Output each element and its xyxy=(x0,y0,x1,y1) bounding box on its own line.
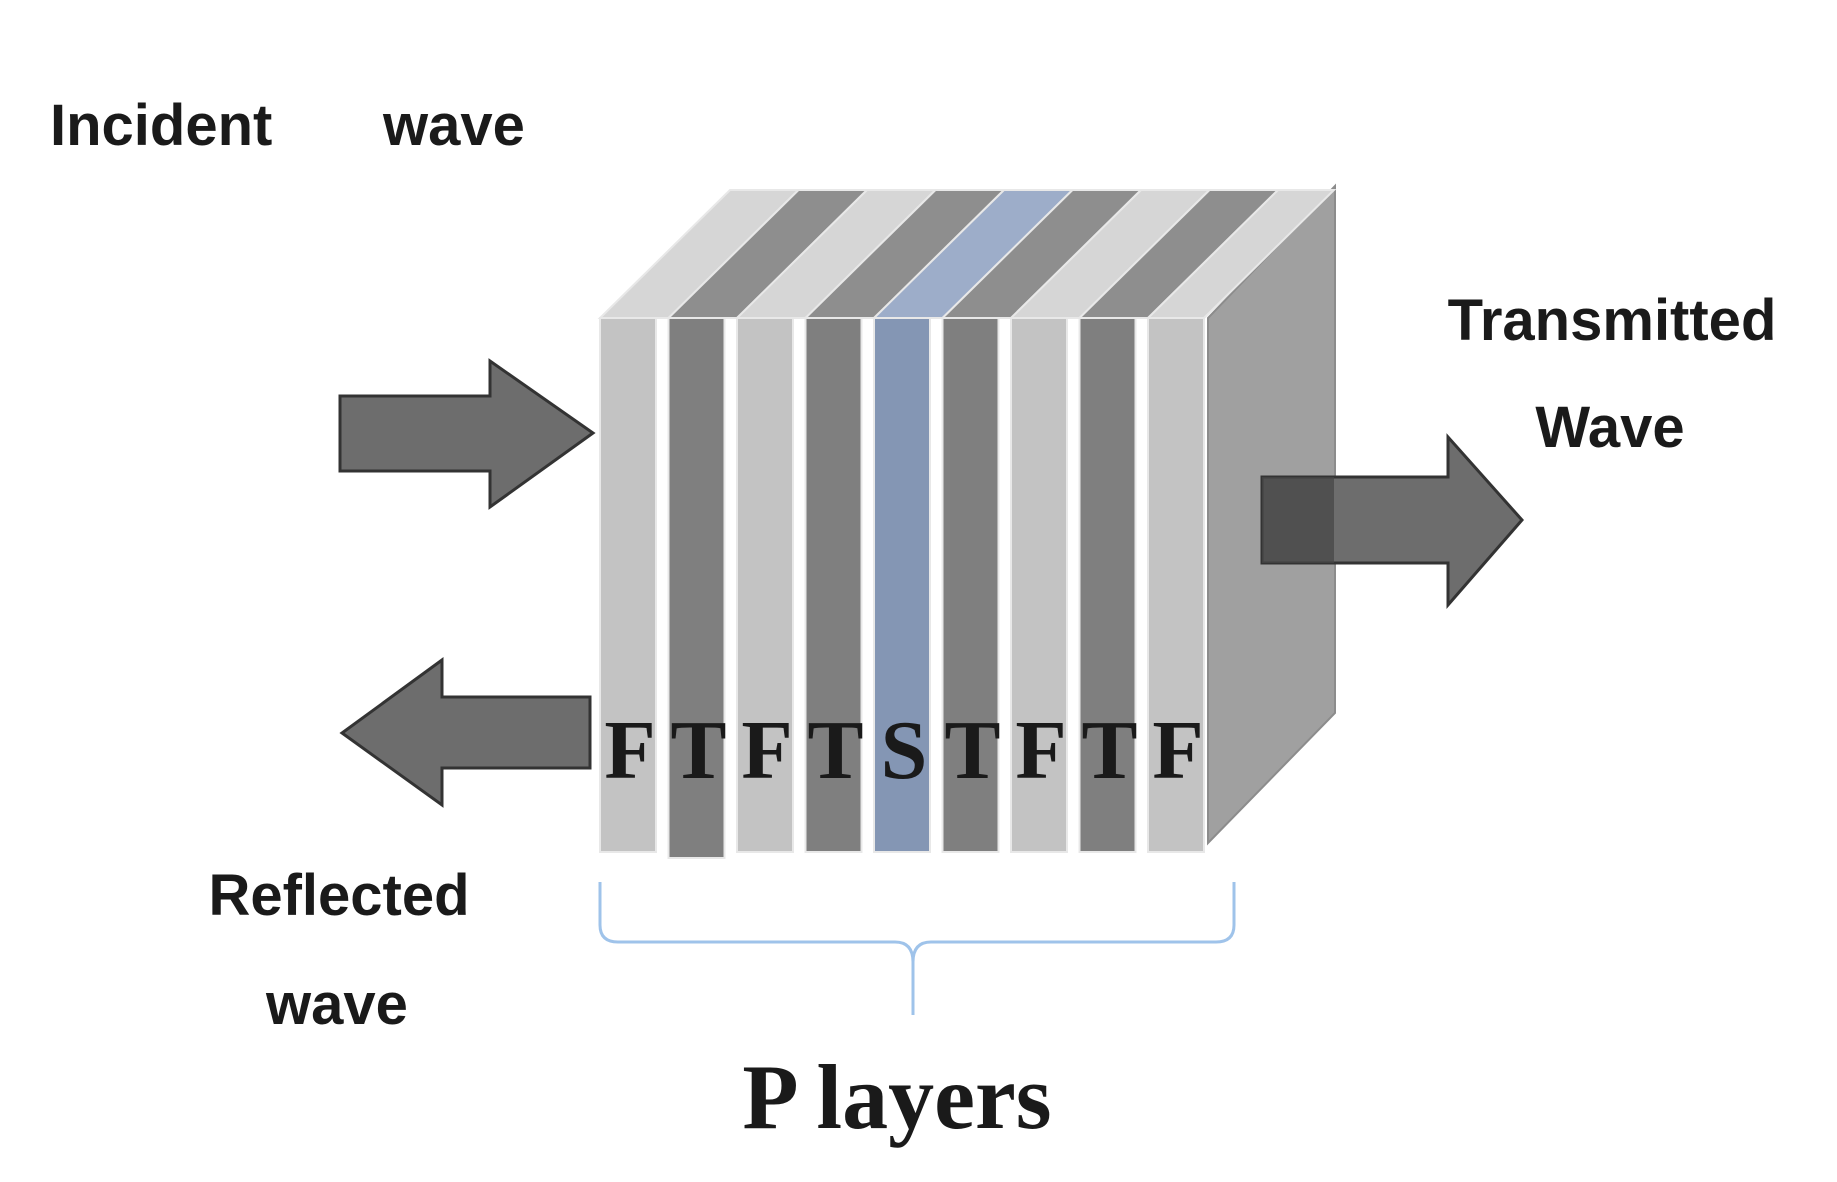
layer-letter-6: T xyxy=(944,704,1000,797)
layer-F-3 xyxy=(736,317,794,853)
layer-letter-1: F xyxy=(604,704,655,797)
transmitted-label-line1: Transmitted xyxy=(1448,288,1777,353)
layer-letter-3: F xyxy=(741,704,792,797)
incident-label-word2: wave xyxy=(382,93,525,158)
layer-letter-9: F xyxy=(1152,704,1203,797)
layer-letter-2: T xyxy=(670,704,726,797)
layer-F-7 xyxy=(1010,317,1068,853)
reflected-label-line1: Reflected xyxy=(208,863,469,928)
transmitted-label-line2: Wave xyxy=(1535,395,1684,460)
reflected-label-line2: wave xyxy=(265,972,408,1037)
reflected-arrow xyxy=(339,657,592,808)
incident-label-word1: Incident xyxy=(50,93,272,158)
transmitted-arrow-shadow xyxy=(1262,477,1334,563)
p-layers-brace xyxy=(598,882,1236,1015)
layer-T-2 xyxy=(667,317,726,859)
layer-F-1 xyxy=(599,317,657,853)
layer-letter-5: S xyxy=(881,704,928,797)
incident-arrow xyxy=(338,358,596,510)
layer-S-5 xyxy=(873,317,931,853)
layer-T-4 xyxy=(804,317,863,853)
p-layers-label: P layers xyxy=(742,1046,1051,1148)
layer-letter-7: F xyxy=(1015,704,1066,797)
layer-F-9 xyxy=(1147,317,1205,853)
layer-T-6 xyxy=(941,317,1000,853)
layer-letter-4: T xyxy=(807,704,863,797)
layer-T-8 xyxy=(1078,317,1137,853)
layer-letter-8: T xyxy=(1081,704,1137,797)
